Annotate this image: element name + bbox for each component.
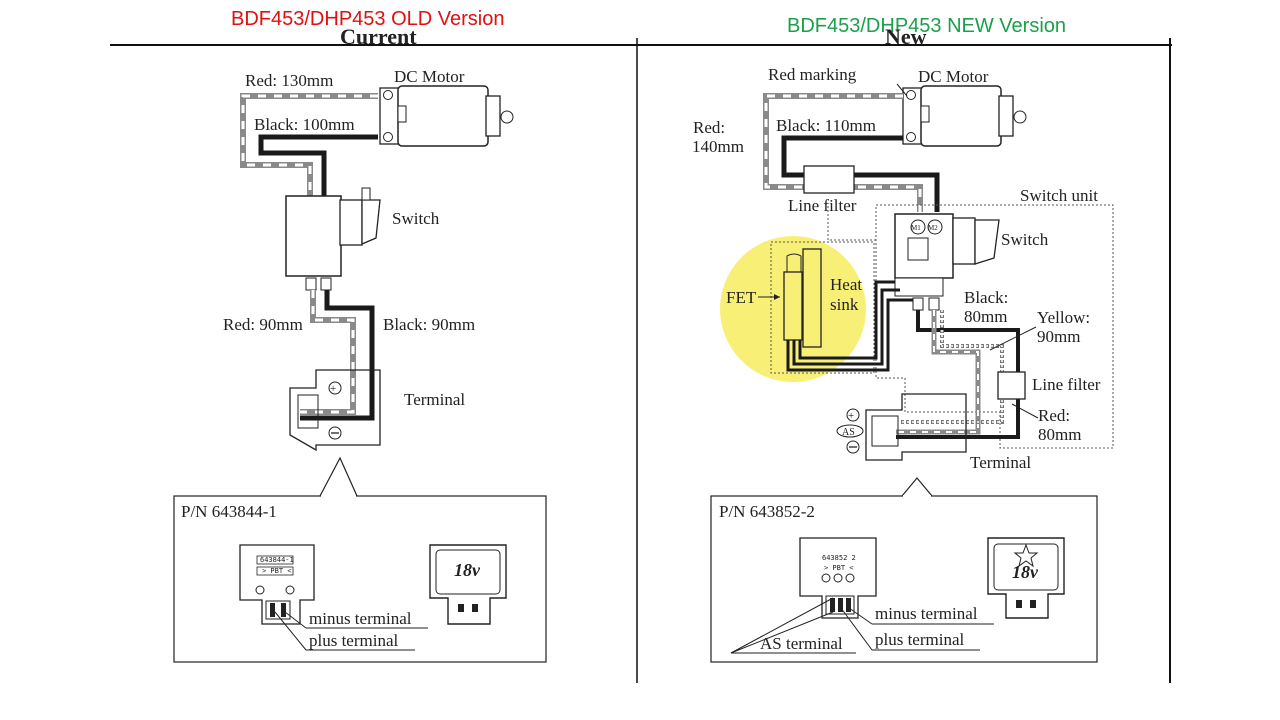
new-m2-label: M2 — [928, 224, 938, 232]
new-label-black-80: 80mm — [964, 307, 1007, 326]
old-terminal: + — [289, 369, 381, 452]
new-label-red-right: Red: — [1038, 406, 1070, 425]
old-diagram: + DC Motor Red: 130mm Black: 100mm Switc… — [173, 67, 547, 663]
new-label-sink: sink — [830, 295, 859, 314]
old-part-box — [173, 495, 547, 663]
old-battery-text: 18v — [454, 560, 481, 580]
new-label-as-terminal: AS terminal — [760, 634, 843, 653]
new-line-filter-right — [997, 371, 1026, 400]
svg-text:+: + — [848, 410, 854, 422]
new-label-line-filter-right: Line filter — [1032, 375, 1101, 394]
old-label-terminal: Terminal — [404, 390, 465, 409]
new-m1-label: M1 — [911, 224, 921, 232]
new-battery-drawing — [987, 537, 1065, 619]
new-battery-text: 18v — [1012, 562, 1039, 582]
new-callout-pointer — [901, 477, 933, 497]
new-label-yellow: Yellow: — [1037, 308, 1090, 327]
new-label-minus-terminal: minus terminal — [875, 604, 978, 623]
new-chip-text-2: > PBT < — [824, 564, 854, 572]
new-part-drawing: 643852 2 > PBT < — [730, 537, 994, 654]
old-label-red-130: Red: 130mm — [245, 71, 333, 90]
new-as-label: AS — [842, 427, 855, 438]
old-label-dc-motor: DC Motor — [394, 67, 465, 86]
old-label-plus-terminal: plus terminal — [309, 631, 399, 650]
new-label-line-filter-top: Line filter — [788, 196, 857, 215]
new-label-black: Black: — [964, 288, 1008, 307]
fet-highlight — [720, 236, 866, 382]
old-cutoff-heading: Current — [340, 24, 417, 49]
old-label-switch: Switch — [392, 209, 440, 228]
new-chip-text-1: 643852 2 — [822, 554, 856, 562]
old-dc-motor — [379, 85, 514, 147]
old-part-number: P/N 643844-1 — [181, 502, 277, 521]
old-chip-text-1: 643844-1 — [260, 556, 294, 564]
new-switch — [894, 213, 1000, 311]
new-label-heat: Heat — [830, 275, 862, 294]
new-label-switch-unit: Switch unit — [1020, 186, 1098, 205]
new-diagram: M1 M2 + AS Red marking DC Mot — [692, 65, 1114, 663]
old-chip-text-2: > PBT < — [262, 567, 292, 575]
old-label-black-90: Black: 90mm — [383, 315, 475, 334]
new-label-yellow-90: 90mm — [1037, 327, 1080, 346]
new-line-filter-top — [803, 165, 855, 194]
new-label-switch: Switch — [1001, 230, 1049, 249]
new-label-red-marking: Red marking — [768, 65, 857, 84]
new-label-plus-terminal: plus terminal — [875, 630, 965, 649]
new-label-fet: FET — [726, 288, 757, 307]
new-cutoff-heading: New — [885, 24, 927, 49]
old-label-minus-terminal: minus terminal — [309, 609, 412, 628]
new-label-red-80: 80mm — [1038, 425, 1081, 444]
old-label-black-100: Black: 100mm — [254, 115, 355, 134]
old-part-drawing: 643844-1 > PBT < — [239, 544, 428, 651]
new-terminal — [865, 393, 967, 461]
old-label-red-90: Red: 90mm — [223, 315, 303, 334]
old-callout-pointer — [319, 456, 358, 497]
new-label-black-110: Black: 110mm — [776, 116, 876, 135]
new-version-title: BDF453/DHP453 NEW Version — [787, 15, 1067, 37]
old-switch — [285, 187, 381, 291]
new-part-number: P/N 643852-2 — [719, 502, 815, 521]
new-label-red-140: 140mm — [692, 137, 744, 156]
new-label-red: Red: — [693, 118, 725, 137]
new-label-dc-motor: DC Motor — [918, 67, 989, 86]
old-version-title: BDF453/DHP453 OLD Version — [231, 8, 505, 30]
svg-text:+: + — [330, 383, 336, 395]
new-dc-motor — [902, 85, 1027, 147]
new-label-terminal: Terminal — [970, 453, 1031, 472]
old-battery-drawing — [429, 544, 507, 625]
